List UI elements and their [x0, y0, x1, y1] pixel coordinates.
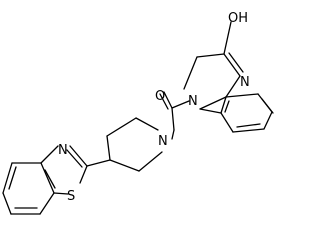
bond-benzo-5: [220, 112, 234, 133]
bond-pip-5: [138, 151, 163, 172]
bond-n-c3a: [40, 145, 59, 164]
atom-carbonyl-oxygen: O: [155, 89, 165, 104]
bond-c2-n-b: [66, 149, 83, 168]
bond-ch2-n: [183, 56, 198, 90]
bond-bt-4: [2, 192, 12, 215]
thiazole-ring: [40, 145, 88, 195]
atom-quinoxaline-imine-nitrogen: N: [240, 75, 250, 90]
bond-benzo-4-inner: [236, 123, 261, 128]
bond-bt-5: [2, 162, 13, 194]
bond-benzo-n: [199, 108, 222, 114]
bond-pip-to-thiazole: [86, 159, 111, 167]
bond-pip-2: [106, 117, 137, 137]
bond-ar-n: [199, 96, 227, 110]
bond-benzo-4: [232, 128, 265, 133]
bond-carbonyl-ch2: [171, 107, 175, 131]
atom-thiazole-sulfur: S: [67, 189, 75, 204]
molecule-drawing: OH N N O N N S: [2, 11, 274, 215]
bond-bt-1-inner: [44, 169, 56, 189]
dihydroquinoxaline-ring: [183, 21, 244, 110]
bond-carbonyl-o-b: [159, 93, 169, 110]
bond-benzo-6-inner: [224, 100, 230, 113]
bond-benzo-1: [225, 93, 259, 98]
bond-c-n-double-b: [228, 52, 244, 73]
bond-n-carbonyl: [171, 100, 190, 109]
bond-benzo-2-inner: [261, 98, 274, 114]
bond-bt-1: [40, 162, 55, 194]
bond-benzo-3: [263, 111, 273, 130]
bond-pip-3: [106, 135, 111, 161]
bond-bt-5-inner: [8, 166, 17, 190]
atom-piperidine-nitrogen: N: [158, 134, 168, 149]
bond-c2-s: [79, 165, 88, 184]
bond-c2-n-a: [69, 145, 88, 167]
atom-thiazole-nitrogen: N: [58, 143, 68, 158]
piperidine-ring: [86, 117, 163, 172]
bond-pip-1: [135, 117, 159, 131]
acyl-linker: [159, 91, 190, 140]
bond-c-n-double-a: [223, 53, 241, 77]
structure-canvas: OH N N O N N S: [2, 11, 274, 215]
bond-c-ch2: [196, 53, 225, 58]
atom-quinoxaline-amide-nitrogen: N: [188, 94, 198, 109]
bond-s-c7a: [53, 192, 69, 195]
atom-hydroxyl-oxygen: OH: [228, 11, 248, 26]
benzothiazole-benzo-ring: [2, 162, 56, 215]
bond-ch2-n-pip: [171, 129, 175, 140]
bond-bt-2: [39, 192, 55, 215]
bond-n-ar: [225, 75, 241, 98]
bond-benzo-6: [220, 96, 227, 114]
bond-carbonyl-o-a: [163, 91, 173, 109]
quinoxaline-benzo-ring: [199, 93, 274, 133]
bond-pip-4: [109, 159, 140, 172]
bond-c-oh: [223, 21, 232, 55]
